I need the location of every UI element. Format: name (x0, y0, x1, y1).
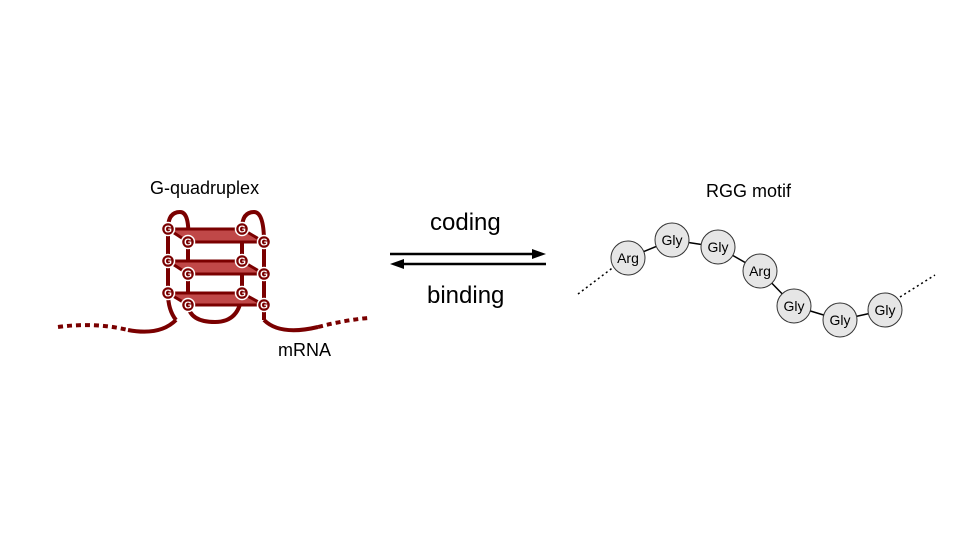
guanine-base: G (180, 266, 196, 282)
rgg-motif-title: RGG motif (706, 181, 792, 201)
guanine-base-letter: G (184, 270, 192, 281)
mrna-label: mRNA (278, 340, 331, 360)
residue-gly: Gly (700, 229, 736, 265)
guanine-base-letter: G (238, 225, 246, 236)
residue-arg: Arg (742, 253, 778, 289)
residue-label: Gly (662, 232, 683, 248)
coding-label: coding (430, 209, 501, 236)
guanine-base: G (180, 234, 196, 250)
guanine-base: G (180, 297, 196, 313)
guanine-base-circle (234, 221, 250, 237)
guanine-base: G (234, 285, 250, 301)
reverse-arrow-head (390, 259, 404, 269)
residue-circle (610, 240, 646, 276)
equilibrium-arrows (390, 249, 546, 269)
guanine-base-letter: G (184, 238, 192, 249)
guanine-base: G (256, 297, 272, 313)
residue-circle (867, 292, 903, 328)
residue-label: Arg (617, 250, 639, 266)
forward-arrow-head (532, 249, 546, 259)
guanine-base: G (256, 234, 272, 250)
guanine-base-circle (160, 221, 176, 237)
guanine-base: G (160, 253, 176, 269)
residue-circle (654, 222, 690, 258)
g-quadruplex-title: G-quadruplex (150, 178, 260, 198)
residue-label: Gly (830, 312, 851, 328)
residue-circle (700, 229, 736, 265)
residue-circle (742, 253, 778, 289)
g4-loop-bottom (186, 292, 244, 325)
residue-gly: Gly (867, 292, 903, 328)
mrna-tail-right (262, 318, 319, 333)
residue-gly: Gly (654, 222, 690, 258)
residue-label: Gly (708, 239, 729, 255)
guanine-base-letter: G (260, 238, 268, 249)
residue-gly: Gly (776, 288, 812, 324)
residue-arg: Arg (610, 240, 646, 276)
guanine-base-circle (234, 285, 250, 301)
residue-label: Gly (784, 298, 805, 314)
residue-circle (822, 302, 858, 338)
residue-gly: Gly (822, 302, 858, 338)
residue-circle (776, 288, 812, 324)
mrna-tail-left (127, 318, 178, 334)
guanine-base-letter: G (238, 289, 246, 300)
g4-strand-left (166, 229, 178, 322)
guanine-base-letter: G (184, 301, 192, 312)
guanine-base: G (160, 221, 176, 237)
guanine-base: G (234, 253, 250, 269)
guanine-base: G (234, 221, 250, 237)
binding-label: binding (427, 282, 505, 309)
guanine-base-circle (180, 266, 196, 282)
guanine-base-letter: G (260, 301, 268, 312)
guanine-base-circle (160, 253, 176, 269)
guanine-base-circle (256, 234, 272, 250)
guanine-base: G (160, 285, 176, 301)
g4-loop-top-left (166, 209, 191, 243)
guanine-base-circle (180, 234, 196, 250)
guanine-base-circle (160, 285, 176, 301)
peptide-tail-left-dotted (577, 265, 616, 295)
guanine-base-circle (256, 266, 272, 282)
guanine-base-circle (180, 297, 196, 313)
guanine-base-circle (256, 297, 272, 313)
mrna-tail-right-dotted (317, 316, 369, 329)
guanine-base-letter: G (164, 289, 172, 300)
guanine-base-letter: G (164, 225, 172, 236)
guanine-bases: G G G G G G G G G G G G (160, 221, 272, 313)
guanine-base-letter: G (164, 257, 172, 268)
g4-loop-top-right (240, 209, 266, 243)
residue-label: Gly (875, 302, 896, 318)
peptide-tail-right-dotted (899, 274, 936, 298)
guanine-base-circle (234, 253, 250, 269)
g-quadruplex-structure: G G G G G G G G G G G G (57, 209, 369, 334)
mrna-tail-left-dotted (57, 323, 129, 332)
guanine-base-letter: G (260, 270, 268, 281)
guanine-base: G (256, 266, 272, 282)
guanine-base-letter: G (238, 257, 246, 268)
residue-label: Arg (749, 263, 771, 279)
